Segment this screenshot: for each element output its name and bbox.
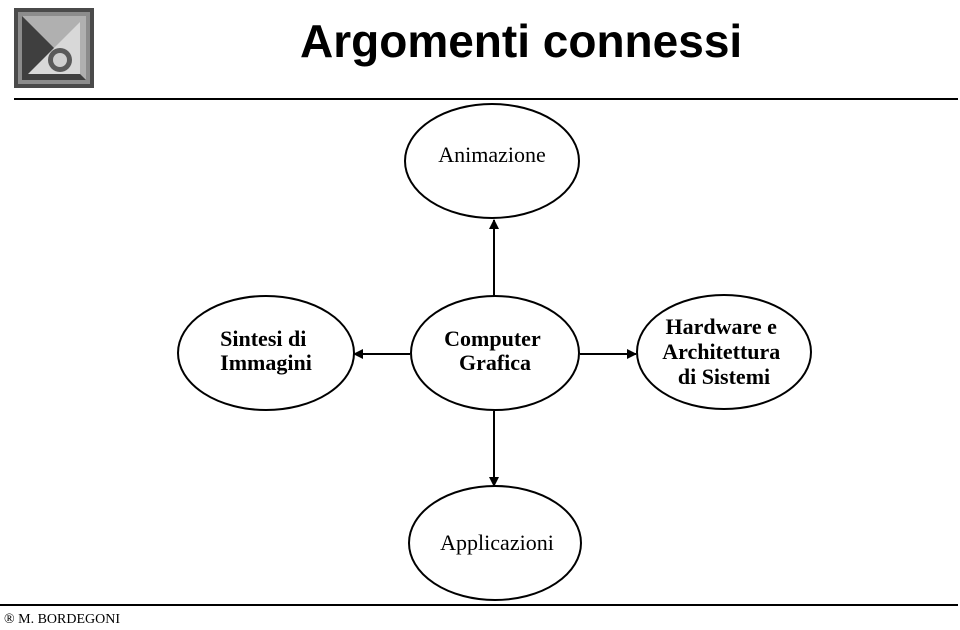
node-top	[404, 103, 580, 219]
node-center	[410, 295, 580, 411]
node-left-label: Sintesi di Immagini	[220, 326, 312, 375]
header-divider	[14, 98, 958, 100]
node-bottom-label: Applicazioni	[440, 530, 554, 555]
polimi-logo-icon	[14, 8, 94, 88]
footer-divider	[0, 604, 958, 606]
node-bottom	[408, 485, 582, 601]
node-right-label: Hardware e Architettura di Sistemi	[662, 314, 786, 389]
topic-diagram: Animazione Sintesi di Immagini Computer …	[177, 103, 812, 601]
node-top-label: Animazione	[438, 142, 546, 167]
page-title: Argomenti connessi	[300, 15, 743, 67]
footer-credit: ® M. BORDEGONI	[4, 612, 121, 627]
node-right	[636, 294, 812, 410]
node-center-label: Computer Grafica	[444, 326, 546, 375]
node-left	[177, 295, 355, 411]
